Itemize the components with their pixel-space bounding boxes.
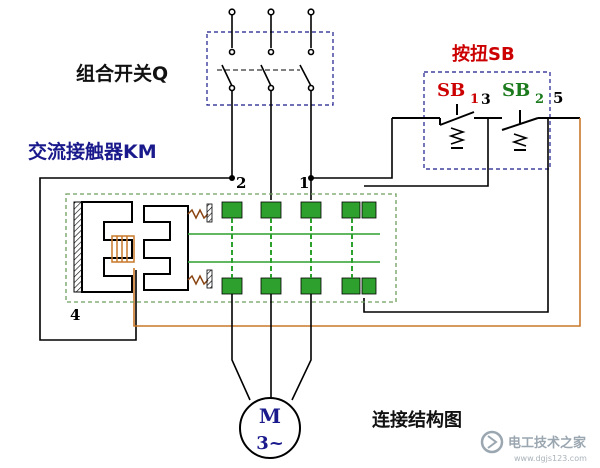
label-sb2-main: SB (502, 80, 530, 101)
button-sb-dashed-box (423, 71, 551, 170)
label-node-2: 2 (236, 174, 246, 192)
switch-pole-2 (260, 8, 275, 200)
motor-feed-lines (231, 294, 312, 401)
switch-pole-1 (221, 8, 236, 180)
moving-iron-core (143, 205, 189, 291)
switch-q-dashed-box (206, 31, 334, 106)
label-node-3: 3 (481, 92, 491, 108)
auxiliary-contact (341, 201, 377, 295)
return-spring-bottom (187, 274, 209, 286)
contactor-km (65, 193, 397, 303)
spring-stop-top (206, 203, 213, 223)
spring-stop-bottom (206, 269, 213, 289)
label-node-1: 1 (299, 174, 309, 192)
main-contacts (221, 201, 377, 295)
fixed-iron-core (81, 201, 133, 293)
contact-pole-1 (221, 201, 243, 295)
label-node-5: 5 (553, 89, 563, 107)
label-sb2: SB 2 (502, 80, 544, 107)
contact-pole-2 (260, 201, 282, 295)
coil (111, 235, 135, 263)
label-sb2-sub: 2 (535, 92, 544, 107)
switch-pole-3 (299, 8, 315, 200)
watermark-url: www.dgjs123.com (514, 454, 587, 463)
watermark-brand: 电工技术之家 (508, 435, 587, 451)
return-spring-top (187, 208, 209, 220)
motor-circle (239, 397, 301, 459)
control-wiring (39, 118, 489, 341)
label-switch-q: 组合开关Q (76, 62, 168, 85)
label-motor-m: M (259, 404, 281, 428)
combination-switch-q (206, 8, 334, 200)
label-sb1-sub: 1 (470, 92, 479, 107)
motor: M 3~ (239, 397, 301, 459)
contactor-fixed-base (73, 201, 83, 293)
label-motor-3phase: 3~ (256, 433, 284, 454)
label-contactor-km: 交流接触器KM (28, 140, 157, 163)
label-sb1: SB 1 (437, 80, 479, 107)
watermark: 电工技术之家 www.dgjs123.com (480, 430, 587, 463)
coil-return-wire (133, 118, 581, 327)
contact-pole-3 (300, 201, 322, 295)
diagram-caption: 连接结构图 (372, 409, 462, 431)
watermark-logo-icon (480, 430, 504, 454)
aux-contact-wire (363, 118, 549, 313)
label-sb1-main: SB (437, 80, 465, 101)
label-node-4: 4 (70, 306, 80, 324)
contactor-dashed-box (65, 193, 397, 303)
button-sb1 (392, 104, 488, 149)
button-sb2 (488, 110, 580, 151)
label-button-sb: 按扭SB (452, 43, 515, 65)
